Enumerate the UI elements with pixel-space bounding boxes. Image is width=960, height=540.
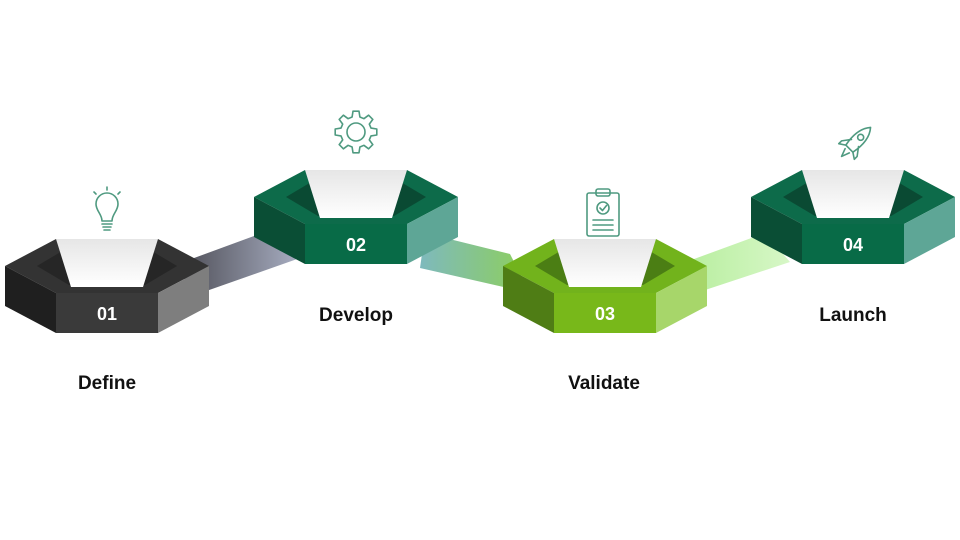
prism-front-face <box>56 293 158 333</box>
clipboard-check-icon <box>586 188 620 237</box>
prism-light-beam <box>554 239 656 287</box>
step-number: 04 <box>843 235 863 255</box>
step-number: 01 <box>97 304 117 324</box>
step-number: 02 <box>346 235 366 255</box>
gear-icon <box>334 110 378 154</box>
prism-front-face <box>305 224 407 264</box>
prism-light-beam <box>305 170 407 218</box>
prism-right-face <box>158 266 209 333</box>
step-number: 03 <box>595 304 615 324</box>
prism-right-face <box>904 197 955 264</box>
prism-front-face <box>554 293 656 333</box>
prism-light-beam <box>56 239 158 287</box>
step-01-prism: 01 <box>5 239 209 333</box>
prism-left-face <box>751 197 802 264</box>
connector-2-3 <box>420 233 530 293</box>
rocket-icon <box>837 126 872 161</box>
prism-front-face <box>802 224 904 264</box>
prism-right-face <box>656 266 707 333</box>
step-label-validate: Validate <box>568 373 640 394</box>
prism-left-face <box>503 266 554 333</box>
prism-light-beam <box>802 170 904 218</box>
step-label-develop: Develop <box>319 305 393 326</box>
lightbulb-icon <box>93 186 121 231</box>
step-label-launch: Launch <box>819 305 887 326</box>
step-03-prism: 03 <box>503 239 707 333</box>
step-02-prism: 02 <box>254 170 458 264</box>
step-label-define: Define <box>77 373 137 394</box>
prism-right-face <box>407 197 458 264</box>
step-04-prism: 04 <box>751 170 955 264</box>
prism-left-face <box>254 197 305 264</box>
prism-left-face <box>5 266 56 333</box>
